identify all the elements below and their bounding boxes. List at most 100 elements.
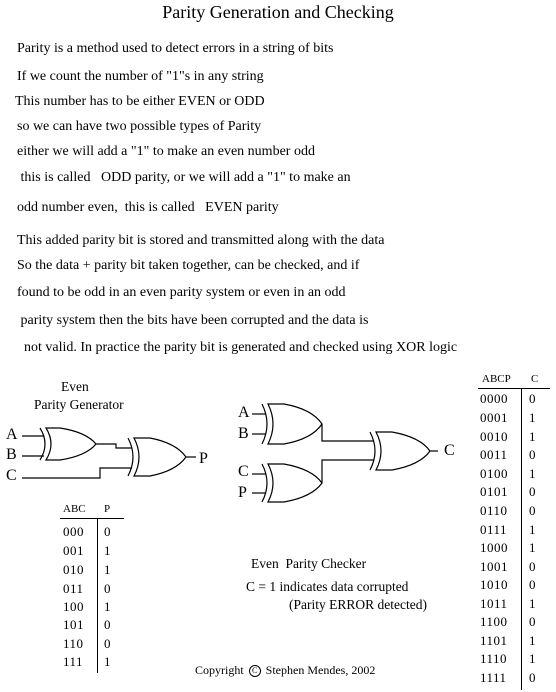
table-cell: 0 [529, 614, 536, 629]
table-cell: 0 [529, 447, 536, 462]
table-cell: 1100 [480, 614, 508, 629]
table-cell: 0 [104, 636, 111, 651]
table-cell: 0001 [480, 410, 508, 425]
table-cell: 0 [529, 391, 536, 406]
table-cell: 001 [63, 543, 84, 558]
paragraph-line: parity system then the bits have been co… [17, 313, 369, 328]
table-header: ABC [63, 503, 86, 515]
checker-truth-table: ABCP C 0000 0 0001 1 0010 1 0011 0 0100 … [478, 373, 554, 691]
checker-input-p-label: P [238, 484, 247, 501]
table-cell: 1 [529, 596, 536, 611]
table-cell: 1110 [480, 651, 508, 666]
table-cell: 0 [104, 524, 111, 539]
table-cell: 1111 [480, 670, 507, 685]
table-cell: 101 [63, 617, 84, 632]
table-cell: 0110 [480, 503, 508, 518]
copyright-icon: C [248, 665, 261, 677]
table-cell: 0 [529, 484, 536, 499]
xor-gate [261, 403, 323, 445]
paragraph-line: This added parity bit is stored and tran… [17, 233, 385, 248]
table-cell: 110 [63, 636, 84, 651]
table-cell: 1 [104, 543, 111, 558]
table-cell: 010 [63, 562, 84, 577]
table-cell: 0 [529, 670, 536, 685]
generator-input-b-label: B [6, 446, 17, 463]
table-cell: 000 [63, 524, 84, 539]
generator-truth-table: ABC P 000 0 001 1 010 1 011 0 100 1 101 … [60, 503, 130, 673]
xor-gate [369, 431, 431, 471]
checker-note: C = 1 indicates data corrupted [246, 579, 409, 594]
table-cell: 0100 [480, 466, 508, 481]
paragraph-line: odd number even, this is called EVEN par… [17, 200, 279, 215]
table-cell: 0 [529, 503, 536, 518]
wire-c [22, 467, 132, 479]
table-cell: 0010 [480, 429, 508, 444]
checker-output-c-label: C [444, 442, 455, 459]
paragraph-line: either we will add a "1" to make an even… [17, 144, 315, 159]
checker-note: (Parity ERROR detected) [289, 597, 427, 612]
checker-title: Even Parity Checker [251, 556, 367, 571]
paragraph-line: If we count the number of "1"s in any st… [17, 69, 264, 84]
table-cell: 1 [529, 466, 536, 481]
paragraph-line: This number has to be either EVEN or ODD [15, 94, 265, 109]
wire-internal [96, 443, 132, 449]
table-cell: 0111 [480, 522, 508, 537]
table-cell: 1 [104, 562, 111, 577]
table-divider [521, 388, 522, 690]
table-cell: 1 [104, 599, 111, 614]
paragraph-line: Parity is a method used to detect errors… [17, 41, 334, 56]
table-cell: 0 [529, 577, 536, 592]
table-divider [478, 388, 550, 389]
table-divider [60, 518, 124, 519]
generator-subtitle: Parity Generator [34, 397, 124, 412]
table-cell: 1 [529, 651, 536, 666]
table-cell: 1 [529, 522, 536, 537]
paragraph-line: this is called ODD parity, or we will ad… [17, 170, 351, 185]
paragraph-line: so we can have two possible types of Par… [17, 119, 262, 134]
checker-input-a-label: A [238, 404, 250, 421]
paragraph-line: not valid. In practice the parity bit is… [17, 340, 458, 355]
parity-generator-circuit [22, 427, 196, 479]
xor-gate [39, 427, 97, 461]
copyright-text: Stephen Mendes, 2002 [265, 663, 376, 677]
table-cell: 011 [63, 581, 84, 596]
checker-input-b-label: B [238, 425, 249, 442]
table-divider [97, 518, 98, 673]
checker-input-c-label: C [238, 463, 249, 480]
generator-input-a-label: A [6, 426, 18, 443]
table-cell: 100 [63, 599, 84, 614]
table-cell: 1 [529, 410, 536, 425]
paragraph-line: found to be odd in an even parity system… [17, 285, 346, 300]
table-cell: 1 [529, 429, 536, 444]
wire-internal [321, 459, 374, 483]
parity-checker-circuit [252, 403, 438, 503]
xor-gate [261, 463, 323, 503]
table-cell: 1010 [480, 577, 508, 592]
generator-title: Even [61, 379, 89, 394]
page-title: Parity Generation and Checking [162, 2, 394, 22]
table-cell: 1000 [480, 540, 508, 555]
table-header: ABCP [482, 373, 511, 385]
table-cell: 1 [529, 540, 536, 555]
table-cell: 1 [104, 654, 111, 669]
xor-gate [127, 437, 187, 477]
table-cell: 0011 [480, 447, 508, 462]
generator-output-p-label: P [199, 450, 208, 467]
table-cell: 111 [63, 654, 84, 669]
table-cell: 0 [529, 559, 536, 574]
table-header: P [104, 503, 111, 515]
table-cell: 1011 [480, 596, 508, 611]
table-cell: 0 [104, 617, 111, 632]
table-cell: 1001 [480, 559, 508, 574]
table-header: C [531, 373, 539, 385]
copyright-prefix: Copyright [195, 663, 244, 677]
paragraph-line: So the data + parity bit taken together,… [17, 258, 360, 273]
table-cell: 1 [529, 633, 536, 648]
copyright-notice: Copyright C Stephen Mendes, 2002 [195, 663, 375, 678]
table-cell: 1101 [480, 633, 508, 648]
table-cell: 0101 [480, 484, 508, 499]
wire-internal [321, 424, 374, 442]
table-cell: 0000 [480, 391, 508, 406]
generator-input-c-label: C [6, 467, 17, 484]
